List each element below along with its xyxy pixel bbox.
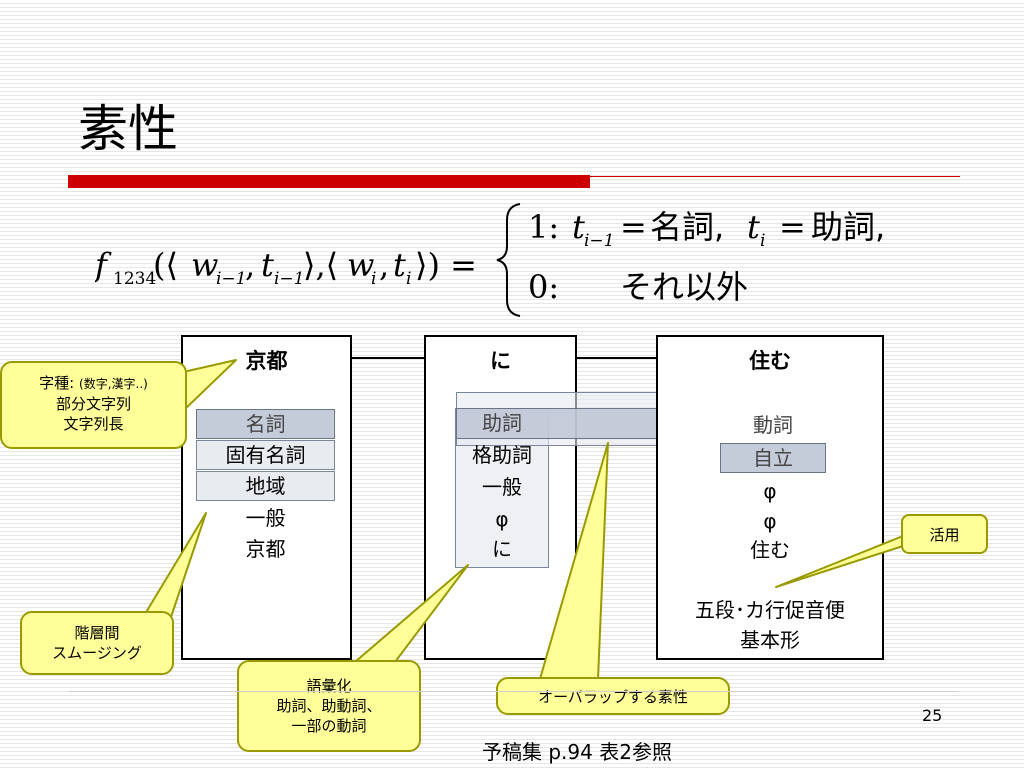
svg-text:t: t (572, 208, 585, 246)
svg-text:=: = (620, 208, 647, 246)
formula-t2: t (393, 246, 406, 284)
formula-case1-num: 1: (528, 208, 559, 246)
formula-w2: w (347, 246, 374, 284)
formula-w2-sub: i (371, 269, 376, 289)
word-surface: に (492, 537, 512, 561)
callout-text: 文字列長 (63, 415, 124, 433)
callout-text: 語彙化 (306, 677, 352, 695)
svg-text:=: = (779, 208, 806, 246)
callout-text: 字種: (39, 374, 75, 392)
feature-formula: f 1234 (⟨ w i−1 , t i−1 ⟩,⟨ w i , t i ⟩)… (95, 203, 885, 317)
page-number: 25 (922, 706, 943, 725)
formula-brace (496, 203, 521, 317)
word-head: 住む (749, 349, 791, 373)
pos-cell: φ (763, 509, 777, 533)
callout-text: 部分文字列 (55, 395, 131, 413)
callout-lexicalization: 語彙化 助詞、助動詞、 一部の動詞 (237, 660, 421, 752)
formula-case1-text2: 助詞, (811, 208, 885, 246)
pos-cell: φ (763, 479, 777, 503)
pos-cell: 名詞 (196, 409, 335, 439)
title-underline-bar (68, 175, 590, 188)
callout-text: (数字,漢字..) (79, 377, 148, 391)
formula-case2-text: それ以外 (620, 268, 748, 306)
callout-text: 階層間 (74, 624, 120, 642)
footer-line (68, 691, 958, 692)
callout-text: 一部の動詞 (291, 717, 367, 735)
formula-t: t (261, 246, 274, 284)
svg-text:t: t (747, 208, 760, 246)
pos-cell: 助詞 (482, 411, 522, 435)
callout-overlap: オーバラップする素性 (496, 677, 730, 715)
formula-w-sub: i−1 (216, 269, 247, 289)
formula-comma: , (245, 246, 255, 284)
formula-w: w (191, 246, 218, 284)
pos-cell: 一般 (482, 475, 522, 499)
word-surface: 京都 (245, 537, 286, 561)
reference-note: 予稿集 p.94 表2参照 (482, 740, 672, 764)
formula-f: f (95, 246, 112, 284)
word-head: 京都 (245, 349, 288, 373)
pos-cell: 地域 (196, 471, 335, 501)
callout-text: スムージング (52, 644, 142, 662)
pos-cell: 自立 (720, 443, 826, 473)
title-underline-line (590, 176, 960, 177)
callout-char-type: 字種: (数字,漢字..) 部分文字列 文字列長 (0, 361, 187, 449)
word-box-sumu: 住む (656, 335, 884, 660)
word-head: に (490, 349, 511, 373)
pos-cell: 固有名詞 (196, 440, 335, 470)
pos-cell: 動詞 (753, 413, 793, 437)
callout-text: オーバラップする素性 (538, 688, 688, 706)
formula-close: ⟩) = (415, 246, 477, 284)
svg-text:i−1: i−1 (584, 231, 615, 251)
pos-cell: φ (495, 507, 509, 531)
formula-case1-text: 名詞, (650, 208, 724, 246)
formula-close-angle: ⟩,⟨ (303, 246, 338, 284)
callout-text: 助詞、助動詞、 (276, 697, 382, 715)
formula-case2-num: 0: (528, 268, 559, 306)
svg-text:i: i (760, 231, 765, 251)
formula-t2-sub: i (406, 269, 411, 289)
conjugation-form: 基本形 (740, 628, 800, 652)
callout-conjugation: 活用 (901, 514, 988, 554)
conjugation-type: 五段･カ行促音便 (695, 598, 845, 622)
pos-cell: 一般 (245, 506, 286, 530)
formula-f-sub: 1234 (113, 269, 156, 289)
link-ni-sumu (575, 357, 658, 359)
callout-smoothing: 階層間 スムージング (20, 611, 174, 675)
pos-cell: 格助詞 (472, 443, 532, 467)
page-title: 素性 (78, 100, 178, 158)
formula-t-sub: i−1 (274, 269, 305, 289)
formula-comma2: , (379, 246, 389, 284)
word-surface: 住む (750, 538, 790, 562)
link-kyoto-ni (350, 357, 425, 359)
callout-text: 活用 (929, 526, 960, 544)
formula-lhs-paren: (⟨ (153, 246, 178, 284)
